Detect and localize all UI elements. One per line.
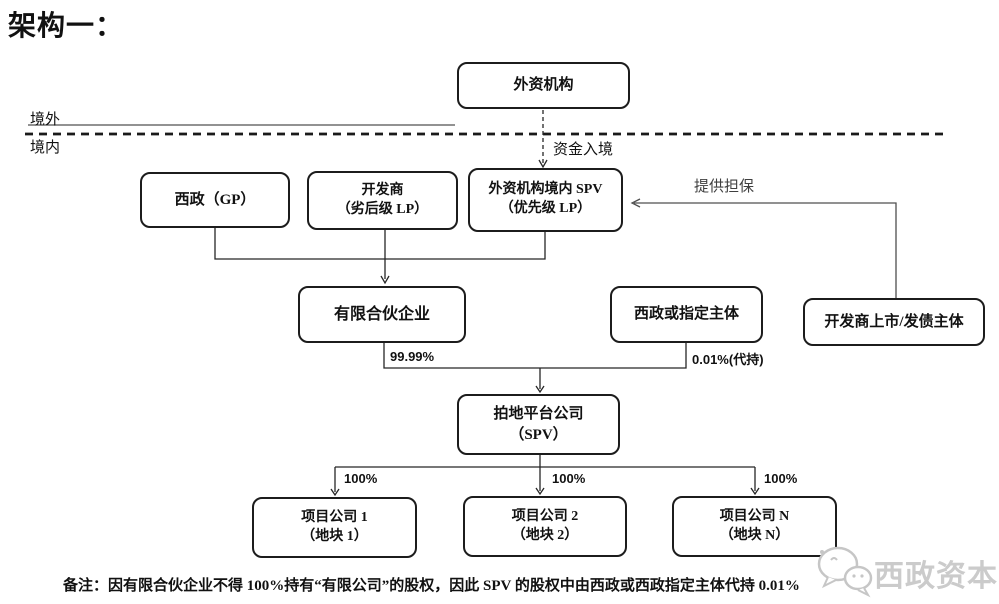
projectN-share-label: 100% <box>764 471 798 486</box>
partners-merge-line <box>214 228 546 260</box>
arrowhead-down-icon <box>535 487 545 496</box>
node-foreign-institution: 外资机构 <box>457 62 630 109</box>
node-label-line2: （地块 1） <box>301 528 368 544</box>
arrowhead-down-icon <box>750 487 760 496</box>
funds-inbound-label: 资金入境 <box>553 142 614 158</box>
project2-share-label: 100% <box>552 471 586 486</box>
page-title: 架构一： <box>8 11 125 42</box>
node-label-line2: （地块 N） <box>719 527 790 543</box>
node-developer-listed-entity: 开发商上市/发债主体 <box>803 298 985 346</box>
node-label: 外资机构 <box>513 77 574 94</box>
arrowhead-down-icon <box>330 488 340 497</box>
node-label-line1: 项目公司 1 <box>301 509 368 525</box>
arrowhead-down-icon <box>380 275 390 285</box>
node-label-line1: 项目公司 N <box>719 508 790 524</box>
node-label-line2: （SPV） <box>509 426 568 443</box>
node-label-line2: （优先级 LP） <box>499 201 592 216</box>
node-xizheng-gp: 西政（GP） <box>140 172 290 228</box>
lp-share-label: 99.99% <box>390 349 435 364</box>
node-label: 有限合伙企业 <box>333 305 430 323</box>
offshore-label: 境外 <box>30 112 61 128</box>
node-xizheng-nominee: 西政或指定主体 <box>610 286 763 343</box>
arrowhead-down-icon <box>535 385 545 394</box>
guarantee-arrow <box>634 202 897 298</box>
node-project-company-2: 项目公司 2 （地块 2） <box>463 496 627 557</box>
node-label: 西政或指定主体 <box>633 306 739 323</box>
guarantee-label: 提供担保 <box>694 179 755 195</box>
footnote: 备注：因有限合伙企业不得 100%持有“有限公司”的股权，因此 SPV 的股权中… <box>63 578 800 594</box>
node-project-company-n: 项目公司 N （地块 N） <box>672 496 837 557</box>
holding-merge-line <box>383 343 687 369</box>
node-label: 开发商上市/发债主体 <box>824 313 964 330</box>
nominee-share-label: 0.01%(代持) <box>692 352 764 367</box>
arrowhead-down-icon <box>538 159 548 169</box>
node-label-line1: 外资机构境内 SPV <box>488 182 603 198</box>
node-foreign-onshore-spv: 外资机构境内 SPV （优先级 LP） <box>468 168 623 232</box>
watermark-brand: 西政资本 <box>874 560 998 593</box>
node-limited-partnership: 有限合伙企业 <box>298 286 466 343</box>
arrowhead-left-icon <box>630 198 641 208</box>
node-developer-junior-lp: 开发商 （劣后级 LP） <box>307 171 458 230</box>
node-land-platform-spv: 拍地平台公司 （SPV） <box>457 394 620 455</box>
node-label-line2: （地块 2） <box>511 527 579 543</box>
node-label: 西政（GP） <box>174 191 256 208</box>
wechat-logo-icon <box>817 546 873 598</box>
node-project-company-1: 项目公司 1 （地块 1） <box>252 497 417 558</box>
onshore-label: 境内 <box>30 140 61 156</box>
node-label-line1: 开发商 <box>361 182 404 198</box>
node-label-line1: 拍地平台公司 <box>493 406 584 423</box>
node-label-line2: （劣后级 LP） <box>336 201 429 217</box>
node-label-line1: 项目公司 2 <box>511 508 579 524</box>
project1-share-label: 100% <box>344 471 378 486</box>
